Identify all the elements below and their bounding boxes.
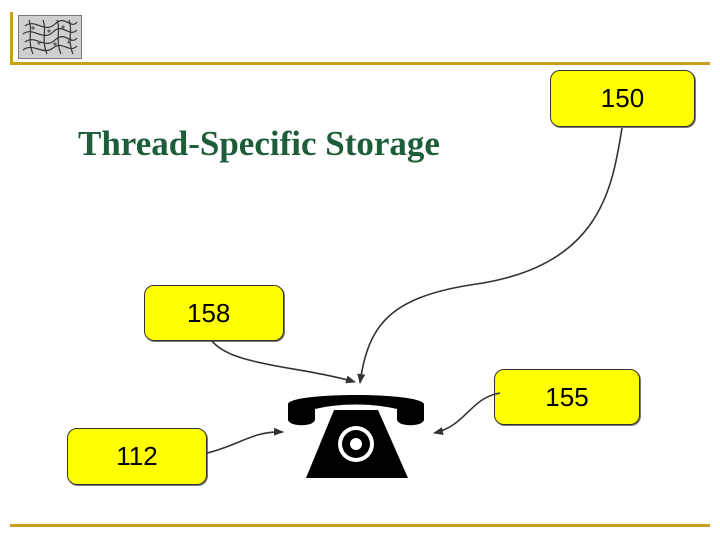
connector-158 [211, 340, 356, 384]
slide-title: Thread-Specific Storage [78, 124, 440, 163]
connector-155 [433, 392, 501, 435]
telephone-icon [288, 395, 424, 478]
top-rule-vertical [10, 12, 13, 64]
knot-logo-icon [18, 15, 82, 59]
callout-158: 158 [144, 285, 284, 341]
callout-150: 150 [550, 70, 695, 127]
bottom-rule [10, 524, 710, 527]
callout-155: 155 [494, 369, 640, 425]
connector-112 [206, 427, 284, 454]
callout-112: 112 [67, 428, 207, 485]
top-rule [10, 62, 710, 65]
connector-150 [357, 127, 623, 384]
